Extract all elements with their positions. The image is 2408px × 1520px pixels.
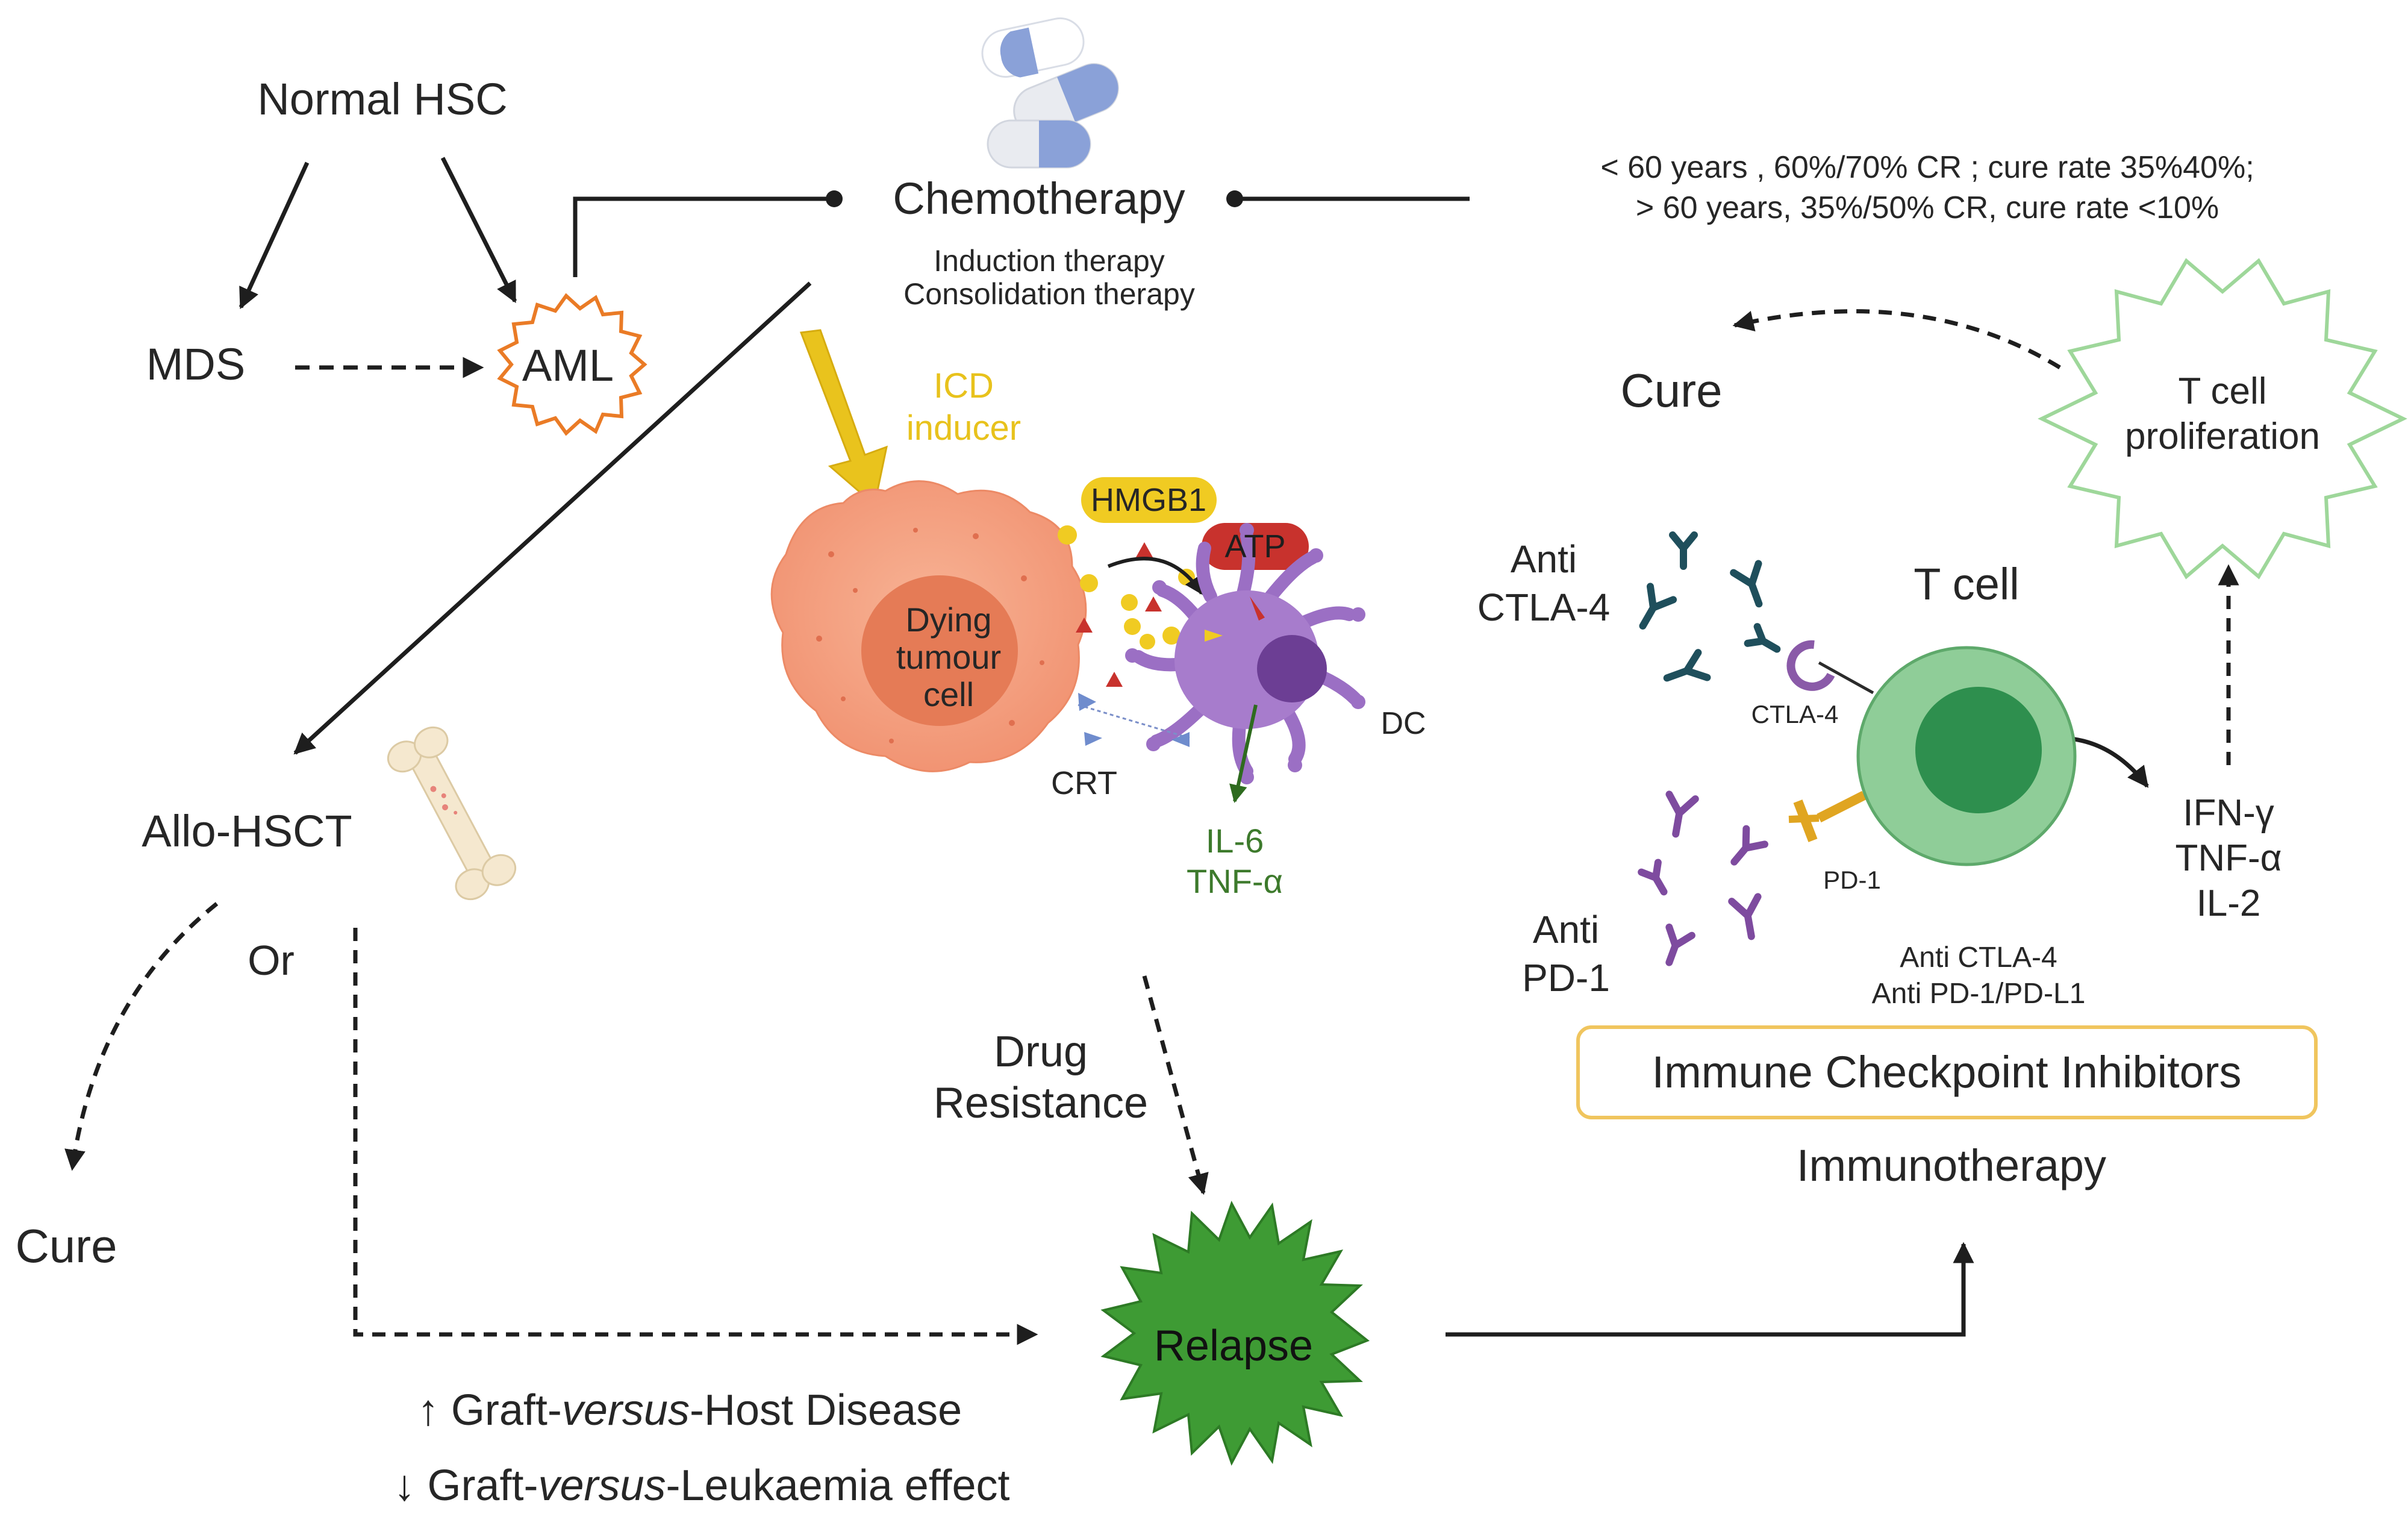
pd1-receptor-label: PD-1 — [1823, 866, 1881, 894]
allo-hsct-label: Allo-HSCT — [142, 806, 352, 856]
ici-anti-pd1-pdl1-label: Anti PD-1/PD-L1 — [1872, 978, 2086, 1010]
tnfa-tcell-label: TNF-α — [2175, 837, 2282, 879]
hmgb1-label: HMGB1 — [1091, 482, 1206, 518]
cure-left-label: Cure — [15, 1219, 117, 1272]
icd-inducer-label-line1: ICD — [934, 366, 994, 405]
arrow-chemo-to-allohsct — [293, 281, 812, 755]
arrow-hsc-to-aml — [440, 157, 517, 304]
connector-aml-to-chemotherapy — [573, 190, 843, 277]
dendritic-cell-illustration — [1078, 523, 1365, 803]
anti-ctla4-label-line1: Anti — [1511, 537, 1577, 581]
arrow-allohsct-to-relapse — [353, 928, 1038, 1345]
normal-hsc-label: Normal HSC — [257, 74, 507, 124]
immune-checkpoint-inhibitors-box — [1576, 1025, 2318, 1119]
relapse-label: Relapse — [1154, 1322, 1313, 1370]
immunotherapy-label: Immunotherapy — [1797, 1140, 2106, 1190]
arrow-relapse-to-immunotherapy — [1446, 1242, 1974, 1337]
drug-resistance-line2: Resistance — [934, 1079, 1148, 1127]
aml-starburst-outline — [497, 293, 647, 436]
stats-line-2: > 60 years, 35%/50% CR, cure rate <10% — [1636, 190, 2219, 225]
aml-label: AML — [522, 340, 614, 390]
labels: Normal HSC MDS AML Chemotherapy Inductio… — [15, 74, 2320, 1510]
chemotherapy-label: Chemotherapy — [893, 174, 1185, 224]
tcell-proliferation-line2: proliferation — [2125, 416, 2320, 457]
mds-label: MDS — [146, 339, 245, 389]
stats-line-1: < 60 years , 60%/70% CR ; cure rate 35%4… — [1600, 150, 2254, 185]
anti-pd1-antibodies — [1638, 790, 1768, 966]
arrow-tcell-proliferation-to-cure — [1732, 309, 2061, 369]
anti-pd1-label-line1: Anti — [1533, 908, 1599, 951]
icd-inducer-arrow — [799, 329, 888, 507]
ctla4-receptor-label: CTLA-4 — [1751, 700, 1839, 728]
dying-tumour-cell-illustration — [770, 480, 1087, 772]
anti-ctla4-antibodies — [1639, 531, 1781, 682]
icd-inducer-label-line2: inducer — [906, 408, 1021, 448]
crt-label: CRT — [1051, 765, 1117, 801]
tcell-proliferation-starburst — [2038, 258, 2407, 580]
induction-therapy-label: Induction therapy — [934, 244, 1165, 278]
t-cell-label: T cell — [1914, 559, 2019, 609]
arrow-allohsct-to-cure — [64, 902, 219, 1171]
il2-label: IL-2 — [2197, 883, 2261, 924]
tcell-proliferation-line1: T cell — [2178, 371, 2266, 412]
dying-tumour-cell-line3: cell — [923, 675, 974, 713]
consolidation-therapy-label: Consolidation therapy — [903, 277, 1195, 311]
il6-label: IL-6 — [1206, 822, 1264, 860]
dc-label: DC — [1380, 706, 1426, 741]
cure-top-label: Cure — [1620, 364, 1722, 417]
ifng-label: IFN-γ — [2183, 792, 2274, 834]
anti-pd1-label-line2: PD-1 — [1522, 956, 1610, 999]
arrow-hsc-to-mds — [239, 161, 310, 310]
or-label: Or — [248, 937, 295, 984]
bone-icon — [387, 726, 517, 901]
immune-checkpoint-inhibitors-label: Immune Checkpoint Inhibitors — [1652, 1047, 2242, 1097]
dying-tumour-cell-line1: Dying — [905, 601, 991, 639]
drug-resistance-line1: Drug — [994, 1028, 1088, 1076]
dying-tumour-cell-line2: tumour — [896, 638, 1001, 676]
tnfa-dc-label: TNF-α — [1187, 862, 1283, 900]
atp-label: ATP — [1224, 528, 1285, 565]
t-cell-illustration — [1786, 640, 2077, 866]
pills-icon — [981, 17, 1119, 169]
ici-anti-ctla4-label: Anti CTLA-4 — [1900, 942, 2057, 974]
gvl-label: ↓ Graft-versus-Leukaemia effect — [393, 1462, 1009, 1510]
relapse-star — [1100, 1201, 1370, 1466]
gvhd-label: ↑ Graft-versus-Host Disease — [417, 1386, 962, 1434]
damp-molecules — [1058, 477, 1309, 687]
anti-ctla4-label-line2: CTLA-4 — [1477, 586, 1611, 629]
arrow-drug-resistance-to-relapse — [1142, 975, 1209, 1195]
